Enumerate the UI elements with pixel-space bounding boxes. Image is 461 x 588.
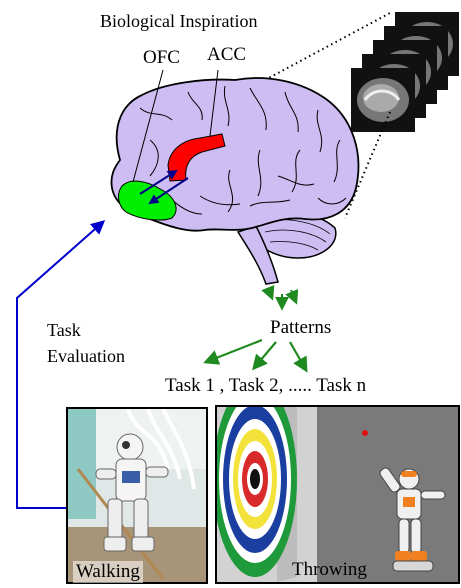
mri-slice xyxy=(351,68,415,132)
throwing-robot-image xyxy=(217,407,458,582)
task-evaluation-label-line1: Task xyxy=(47,321,81,339)
acc-label: ACC xyxy=(207,45,246,64)
task-arrows xyxy=(206,340,306,370)
ofc-label: OFC xyxy=(143,48,180,67)
walking-robot-image xyxy=(68,409,206,582)
task-evaluation-label-line2: Evaluation xyxy=(47,347,125,365)
throwing-robot-photo xyxy=(215,405,460,584)
throwing-caption: Throwing xyxy=(292,559,367,581)
tasks-label: Task 1 , Task 2, ..... Task n xyxy=(165,376,366,395)
brain-illustration xyxy=(111,78,358,284)
mri-slice-stack xyxy=(351,12,459,132)
walking-robot-photo xyxy=(66,407,208,584)
diagram-title: Biological Inspiration xyxy=(100,12,257,30)
patterns-label: Patterns xyxy=(270,318,331,337)
walking-caption: Walking xyxy=(73,561,143,583)
pattern-arrows xyxy=(268,288,296,308)
